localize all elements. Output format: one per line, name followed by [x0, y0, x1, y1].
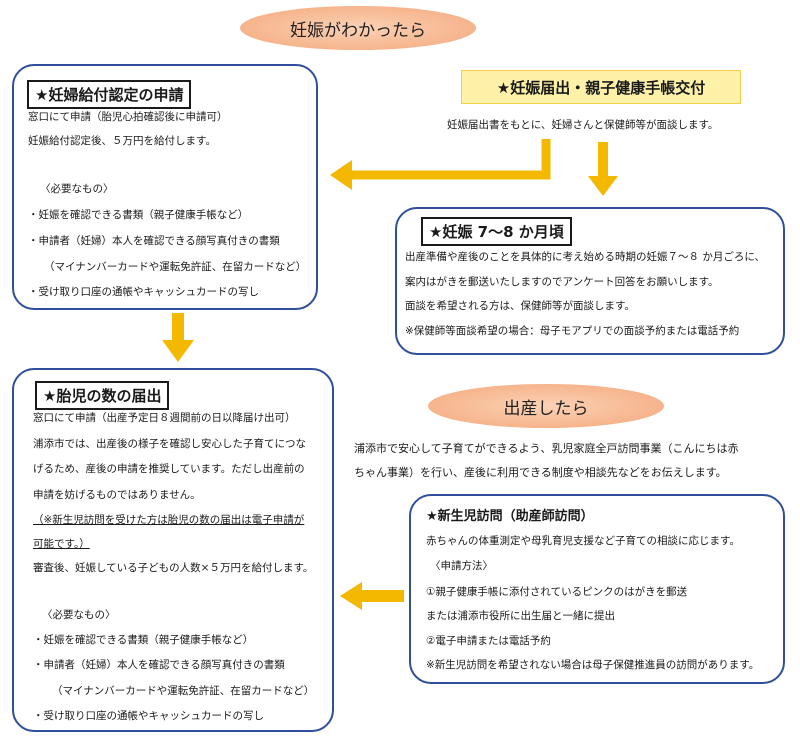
- birth-text-line: 浦添市で安心して子育てができるよう、乳児家庭全戸訪問事業（こんにちは赤: [354, 442, 739, 455]
- arrow-down-shaft: [598, 142, 608, 178]
- arrow-down2-shaft: [172, 313, 184, 343]
- benefit-line: 妊娠給付認定後、５万円を給付します。: [28, 135, 216, 147]
- fetus-line: げるため、産後の申請を推奨しています。ただし出産前の: [33, 463, 305, 475]
- notification-text: 妊娠届出書をもとに、妊婦さんと保健師等が面談します。: [447, 119, 719, 131]
- pregnancy-oval: 妊娠がわかったら: [240, 6, 476, 50]
- fetus-line: 窓口にて申請（出産予定日８週間前の日以降届け出可）: [33, 412, 296, 424]
- benefit-needs-heading: 〈必要なもの〉: [40, 183, 114, 195]
- benefit-need-item: ・妊娠を確認できる書類（親子健康手帳など）: [28, 209, 249, 221]
- fetus-need-item: （マイナンバーカードや運転免許証、在留カードなど）: [52, 685, 315, 697]
- month-title: ★妊娠 7～8 か月頃: [421, 217, 572, 246]
- fetus-title: ★胎児の数の届出: [35, 381, 170, 410]
- fetus-note-line: 可能です。）: [33, 538, 90, 550]
- newborn-line: または浦添市役所に出生届と一緒に提出: [426, 610, 615, 622]
- birth-label: 出産したら: [503, 398, 589, 419]
- newborn-line: ※新生児訪問を希望されない場合は母子保健推進員の訪問があります。: [426, 659, 760, 671]
- fetus-need-item: ・妊娠を確認できる書類（親子健康手帳など）: [33, 634, 254, 646]
- newborn-title: ★新生児訪問（助産師訪問）: [426, 509, 594, 524]
- newborn-line: 〈申請方法〉: [430, 560, 493, 572]
- arrow-left-shaft: [350, 139, 551, 180]
- fetus-after-line: 審査後、妊娠している子どもの人数×５万円を給付します。: [33, 562, 314, 574]
- benefit-need-item: （マイナンバーカードや運転免許証、在留カードなど）: [44, 261, 307, 273]
- newborn-line: ②電子申請または電話予約: [426, 635, 551, 647]
- month-line: 出産準備や産後のことを具体的に考え始める時期の妊娠７～８ か月ごろに、: [405, 251, 766, 263]
- month-line: 面談を希望される方は、保健師等が面談します。: [405, 300, 635, 312]
- fetus-line: 申請を妨げるものではありません。: [33, 489, 201, 501]
- birth-oval: 出産したら: [428, 384, 664, 428]
- fetus-note-line: （※新生児訪問を受けた方は胎児の数の届出は電子申請が: [33, 514, 305, 526]
- notification-title: ★妊娠届出・親子健康手帳交付: [461, 70, 741, 104]
- fetus-needs-heading: 〈必要なもの〉: [42, 609, 116, 621]
- fetus-need-item: ・申請者（妊婦）本人を確認できる顔写真付きの書類: [33, 659, 285, 671]
- benefit-need-item: ・受け取り口座の通帳やキャッシュカードの写し: [28, 286, 259, 298]
- benefit-box: [12, 64, 318, 310]
- benefit-title: ★妊婦給付認定の申請: [27, 80, 192, 109]
- fetus-need-item: ・受け取り口座の通帳やキャッシュカードの写し: [33, 710, 264, 722]
- month-line: ※保健師等面談希望の場合：母子モアプリでの面談予約または電話予約: [405, 325, 740, 337]
- newborn-line: 赤ちゃんの体重測定や母乳育児支援など子育ての相談に応じます。: [426, 535, 740, 547]
- arrow-left-head: [330, 160, 352, 190]
- benefit-line: 窓口にて申請（胎児心拍確認後に申請可）: [28, 111, 228, 123]
- benefit-need-item: ・申請者（妊婦）本人を確認できる顔写真付きの書類: [28, 235, 280, 247]
- fetus-line: 浦添市では、出産後の様子を確認し安心した子育てにつな: [33, 438, 306, 450]
- pregnancy-label: 妊娠がわかったら: [290, 20, 426, 41]
- fetus-box: [12, 368, 334, 732]
- newborn-box: [409, 494, 785, 684]
- arrow-down2-head: [162, 340, 194, 362]
- arrow-down-head: [588, 176, 618, 196]
- birth-text-line: ちゃん事業）を行い、産後に利用できる制度や相談先などをお伝えします。: [354, 466, 727, 479]
- newborn-line: ①親子健康手帳に添付されているピンクのはがきを郵送: [426, 586, 688, 598]
- arrow-left2-head: [340, 582, 362, 610]
- month-line: 案内はがきを郵送いたしますのでアンケート回答をお願いします。: [405, 276, 719, 288]
- arrow-left2-shaft: [360, 590, 404, 602]
